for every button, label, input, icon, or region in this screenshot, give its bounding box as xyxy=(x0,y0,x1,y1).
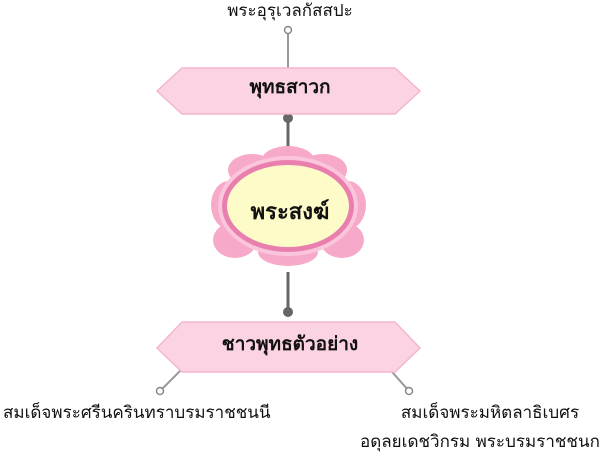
banner-exemplars-label: ชาวพุทธตัวอย่าง xyxy=(221,333,359,355)
connector-disciples-node xyxy=(283,113,293,123)
node-right-label-line2: อดุลยเดชวิกรม พระบรมราชชนก xyxy=(360,432,600,452)
connector-top-node xyxy=(283,25,293,35)
banner-disciples-label: พุทธสาวก xyxy=(249,76,331,98)
connector-exemplars-node xyxy=(283,307,293,317)
connector-right-node xyxy=(404,386,414,396)
banner-disciples xyxy=(155,67,422,115)
flower-center xyxy=(227,165,349,247)
connector-left-node xyxy=(155,386,165,396)
center-node-label: พระสงฆ์ xyxy=(250,200,330,225)
node-top-label: พระอุรุเวลกัสสปะ xyxy=(227,1,353,21)
node-right-label-line1: สมเด็จพระมหิตลาธิเบศร xyxy=(400,403,580,423)
node-left-label: สมเด็จพระศรีนครินทราบรมราชชนนี xyxy=(3,403,271,423)
banner-exemplars xyxy=(155,321,422,373)
